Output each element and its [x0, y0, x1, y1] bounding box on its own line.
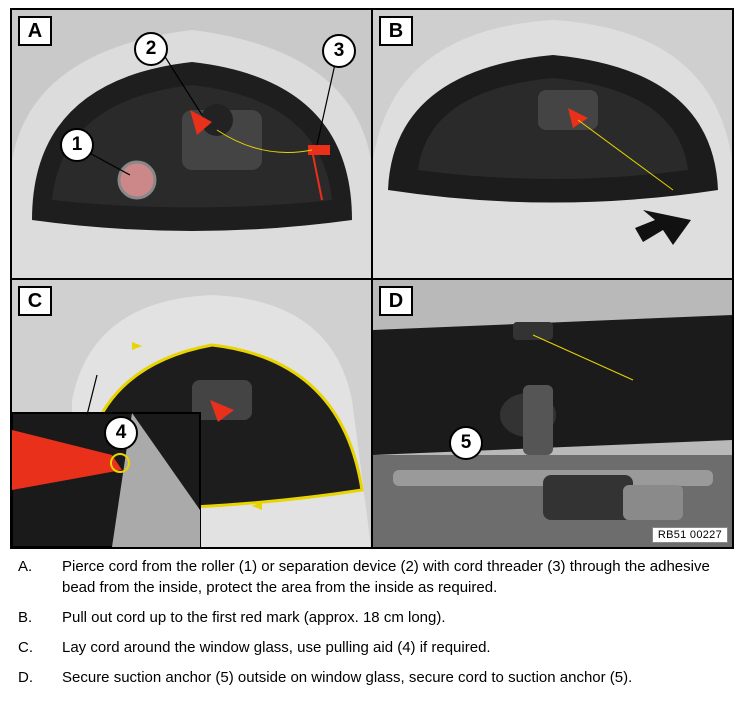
panel-a-photo	[12, 10, 371, 278]
callout-1: 1	[60, 128, 94, 162]
callout-5: 5	[449, 426, 483, 460]
panel-b: B	[373, 10, 732, 278]
panel-c-photo	[12, 280, 371, 547]
reference-code: RB51 00227	[651, 527, 728, 543]
callout-2: 2	[134, 32, 168, 66]
panel-d-photo	[373, 280, 732, 547]
panel-letter-b: B	[379, 16, 413, 46]
instruction-figure: A 1 2 3 B	[10, 8, 734, 549]
panel-letter-a: A	[18, 16, 52, 46]
callout-4: 4	[104, 416, 138, 450]
step-text: Pull out cord up to the first red mark (…	[62, 609, 446, 626]
panel-b-photo	[373, 10, 732, 278]
step-letter: B.	[18, 609, 33, 626]
step-text: Secure suction anchor (5) outside on win…	[62, 669, 633, 686]
panel-letter-c: C	[18, 286, 52, 316]
panel-c: C 4	[12, 280, 371, 547]
panel-d: D 5 RB51 00227	[373, 280, 732, 547]
callout-3: 3	[322, 34, 356, 68]
step-c: C. Lay cord around the window glass, use…	[0, 637, 753, 658]
step-letter: A.	[18, 558, 33, 575]
step-text: Pierce cord from the roller (1) or separ…	[62, 558, 710, 596]
step-text: Lay cord around the window glass, use pu…	[62, 639, 491, 656]
panel-letter-d: D	[379, 286, 413, 316]
step-letter: D.	[18, 669, 33, 686]
step-a: A. Pierce cord from the roller (1) or se…	[0, 556, 753, 598]
instruction-steps: A. Pierce cord from the roller (1) or se…	[0, 556, 753, 697]
step-d: D. Secure suction anchor (5) outside on …	[0, 667, 753, 688]
panel-a: A 1 2 3	[12, 10, 371, 278]
step-b: B. Pull out cord up to the first red mar…	[0, 607, 753, 628]
step-letter: C.	[18, 639, 33, 656]
